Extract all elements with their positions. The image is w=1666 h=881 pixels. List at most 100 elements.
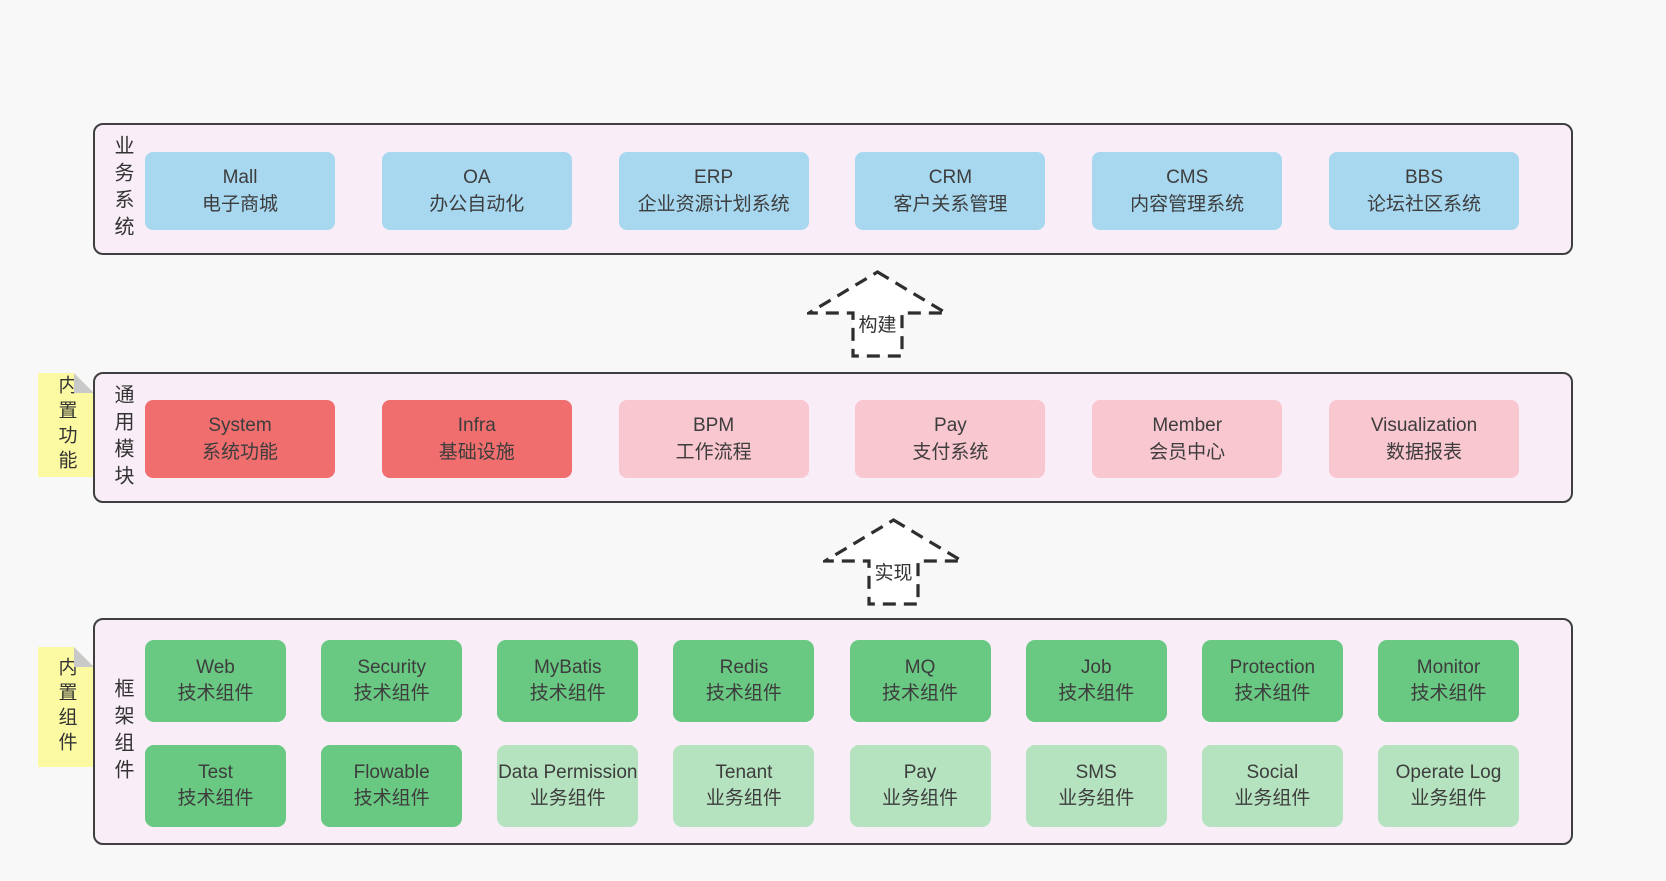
box-desc: 技术组件 xyxy=(177,788,254,809)
box-name: Member xyxy=(1152,415,1223,436)
box-crm: CRM 客户关系管理 xyxy=(855,152,1046,230)
box-monitor: Monitor 技术组件 xyxy=(1377,640,1519,722)
box-desc: 论坛社区系统 xyxy=(1366,194,1481,215)
box-flowable: Flowable 技术组件 xyxy=(321,745,463,827)
box-security: Security 技术组件 xyxy=(321,640,463,722)
box-mq: MQ 技术组件 xyxy=(849,640,991,722)
box-name: MyBatis xyxy=(533,657,602,678)
layer-label-framework: 框架组件 xyxy=(111,677,133,786)
box-desc: 业务组件 xyxy=(882,788,959,809)
box-desc: 技术组件 xyxy=(882,683,959,704)
dashed-up-arrow-icon xyxy=(823,518,964,606)
business-systems-layer: 业务系统 Mall 电子商城 OA 办公自动化 ERP 企业资源计划系统 CRM… xyxy=(93,123,1573,255)
note-built-in-components: 内置组件 xyxy=(38,647,94,767)
box-visualization: Visualization 数据报表 xyxy=(1328,400,1519,478)
box-name: CRM xyxy=(928,167,973,188)
box-name: Redis xyxy=(719,657,769,678)
box-desc: 基础设施 xyxy=(438,442,515,463)
box-name: Data Permission xyxy=(498,762,638,783)
box-desc: 技术组件 xyxy=(353,683,430,704)
box-name: Protection xyxy=(1229,657,1316,678)
box-desc: 技术组件 xyxy=(529,683,606,704)
box-desc: 内容管理系统 xyxy=(1130,194,1245,215)
box-desc: 业务组件 xyxy=(1234,788,1311,809)
box-desc: 业务组件 xyxy=(705,788,782,809)
box-name: CMS xyxy=(1166,167,1209,188)
box-desc: 支付系统 xyxy=(912,442,989,463)
box-desc: 客户关系管理 xyxy=(893,194,1008,215)
implement-arrow: 实现 xyxy=(823,518,964,606)
box-desc: 工作流程 xyxy=(675,442,752,463)
layer-label-modules: 通用模块 xyxy=(111,383,133,492)
box-pay-component: Pay 业务组件 xyxy=(849,745,991,827)
box-desc: 办公自动化 xyxy=(429,194,525,215)
modules-boxes-row: System 系统功能 Infra 基础设施 BPM 工作流程 Pay 支付系统… xyxy=(145,400,1519,478)
box-member: Member 会员中心 xyxy=(1092,400,1283,478)
box-name: SMS xyxy=(1075,762,1117,783)
box-name: ERP xyxy=(694,167,734,188)
box-social: Social 业务组件 xyxy=(1201,745,1343,827)
fold-corner-icon xyxy=(74,373,94,393)
build-arrow: 构建 xyxy=(807,270,948,358)
box-bpm: BPM 工作流程 xyxy=(618,400,809,478)
box-name: Tenant xyxy=(715,762,773,783)
note-built-in-features: 内置功能 xyxy=(38,373,94,477)
fold-corner-icon xyxy=(74,647,94,667)
box-name: BBS xyxy=(1404,167,1443,188)
box-infra: Infra 基础设施 xyxy=(381,400,572,478)
box-desc: 系统功能 xyxy=(201,442,278,463)
box-desc: 技术组件 xyxy=(705,683,782,704)
box-desc: 企业资源计划系统 xyxy=(637,194,790,215)
framework-components-layer: 框架组件 Web 技术组件 Security 技术组件 MyBatis 技术组件… xyxy=(93,618,1573,845)
box-desc: 业务组件 xyxy=(1058,788,1135,809)
box-mybatis: MyBatis 技术组件 xyxy=(497,640,639,722)
box-name: Monitor xyxy=(1416,657,1481,678)
layer-label-business: 业务系统 xyxy=(111,135,133,243)
box-desc: 会员中心 xyxy=(1149,442,1226,463)
box-desc: 电子商城 xyxy=(201,194,278,215)
box-name: Job xyxy=(1080,657,1112,678)
framework-row-2: Test 技术组件 Flowable 技术组件 Data Permission … xyxy=(145,745,1519,827)
box-sms: SMS 业务组件 xyxy=(1025,745,1167,827)
note-text: 内置组件 xyxy=(55,657,77,757)
box-name: Pay xyxy=(934,415,967,436)
box-redis: Redis 技术组件 xyxy=(673,640,815,722)
box-name: Security xyxy=(357,657,426,678)
note-text: 内置功能 xyxy=(55,375,77,475)
box-oa: OA 办公自动化 xyxy=(381,152,572,230)
box-desc: 技术组件 xyxy=(1410,683,1487,704)
implement-arrow-label: 实现 xyxy=(874,563,913,584)
box-desc: 技术组件 xyxy=(1058,683,1135,704)
box-web: Web 技术组件 xyxy=(145,640,286,722)
box-erp: ERP 企业资源计划系统 xyxy=(618,152,809,230)
box-name: OA xyxy=(463,167,491,188)
box-desc: 业务组件 xyxy=(529,788,606,809)
box-name: Operate Log xyxy=(1395,762,1502,783)
box-bbs: BBS 论坛社区系统 xyxy=(1328,152,1519,230)
box-data-permission: Data Permission 业务组件 xyxy=(497,745,639,827)
box-name: Social xyxy=(1246,762,1299,783)
box-name: Test xyxy=(198,762,233,783)
box-operate-log: Operate Log 业务组件 xyxy=(1377,745,1519,827)
box-desc: 数据报表 xyxy=(1385,442,1462,463)
business-boxes-row: Mall 电子商城 OA 办公自动化 ERP 企业资源计划系统 CRM 客户关系… xyxy=(145,152,1519,230)
box-name: Pay xyxy=(903,762,937,783)
box-mall: Mall 电子商城 xyxy=(145,152,335,230)
box-name: BPM xyxy=(693,415,735,436)
box-test: Test 技术组件 xyxy=(145,745,286,827)
build-arrow-label: 构建 xyxy=(858,315,897,336)
common-modules-layer: 通用模块 System 系统功能 Infra 基础设施 BPM 工作流程 Pay… xyxy=(93,372,1573,503)
dashed-up-arrow-icon xyxy=(807,270,948,358)
box-name: Flowable xyxy=(353,762,430,783)
box-protection: Protection 技术组件 xyxy=(1201,640,1343,722)
box-name: Visualization xyxy=(1370,415,1478,436)
box-desc: 技术组件 xyxy=(353,788,430,809)
box-tenant: Tenant 业务组件 xyxy=(673,745,815,827)
box-cms: CMS 内容管理系统 xyxy=(1092,152,1283,230)
box-desc: 技术组件 xyxy=(1234,683,1311,704)
box-desc: 业务组件 xyxy=(1410,788,1487,809)
box-name: Infra xyxy=(457,415,496,436)
box-name: System xyxy=(208,415,272,436)
box-pay: Pay 支付系统 xyxy=(855,400,1046,478)
box-job: Job 技术组件 xyxy=(1025,640,1167,722)
